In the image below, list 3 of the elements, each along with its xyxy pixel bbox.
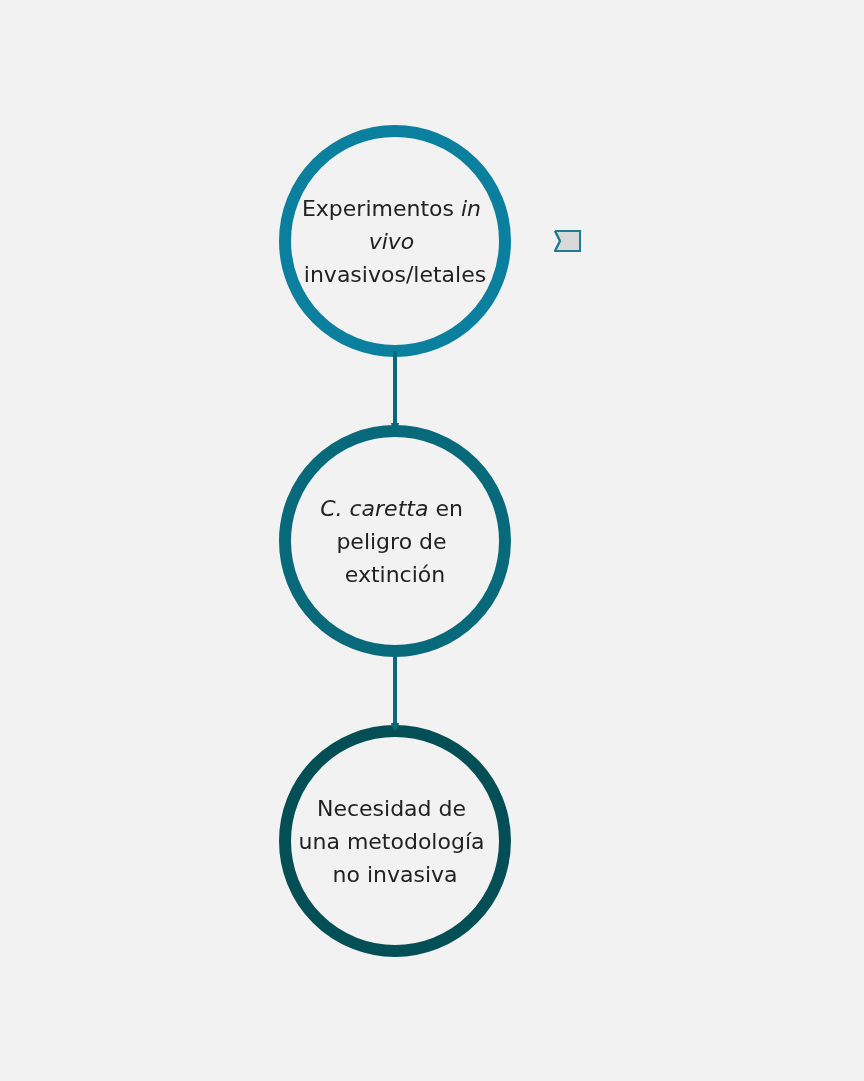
node-circle: Necesidad de una metodología no invasiva: [278, 724, 511, 957]
node-circle: Experimentos in vivo invasivos/letales: [278, 124, 511, 357]
node-circle: C. caretta en peligro de extinción: [278, 424, 511, 657]
